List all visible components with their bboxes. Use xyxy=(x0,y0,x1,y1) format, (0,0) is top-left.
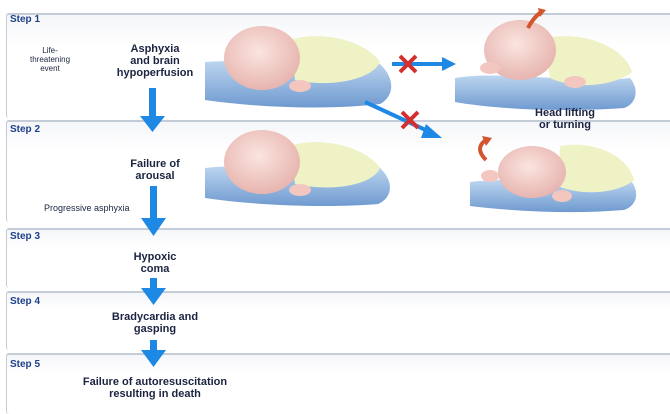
progression-arrow-1 xyxy=(140,88,165,132)
progression-arrow-4 xyxy=(141,340,166,367)
step-2-text: Failure of arousal xyxy=(95,158,215,182)
baby-illustration-head-turned xyxy=(470,145,636,212)
baby-illustration-no-arousal xyxy=(205,130,390,206)
progression-arrow-3 xyxy=(141,278,166,305)
step-1-label: Step 1 xyxy=(10,14,40,25)
baby-illustration-head-lifted xyxy=(455,20,636,110)
step-5-label: Step 5 xyxy=(10,359,40,370)
step-3-text: Hypoxic coma xyxy=(95,251,215,275)
baby-illustration-prone xyxy=(205,26,391,107)
step-2-label: Step 2 xyxy=(10,124,40,135)
step-4-label: Step 4 xyxy=(10,296,40,307)
life-threatening-event-note: Life- threatening event xyxy=(14,46,86,73)
step-5-text: Failure of autoresuscitation resulting i… xyxy=(50,376,260,400)
step-1-text: Asphyxia and brain hypoperfusion xyxy=(95,43,215,79)
step-4-text: Bradycardia and gasping xyxy=(80,311,230,335)
step-3-label: Step 3 xyxy=(10,231,40,242)
blocked-head-turn-arrow xyxy=(365,102,442,138)
progressive-asphyxia-label: Progressive asphyxia xyxy=(10,202,204,214)
head-lifting-label: Head lifting or turning xyxy=(520,107,610,131)
